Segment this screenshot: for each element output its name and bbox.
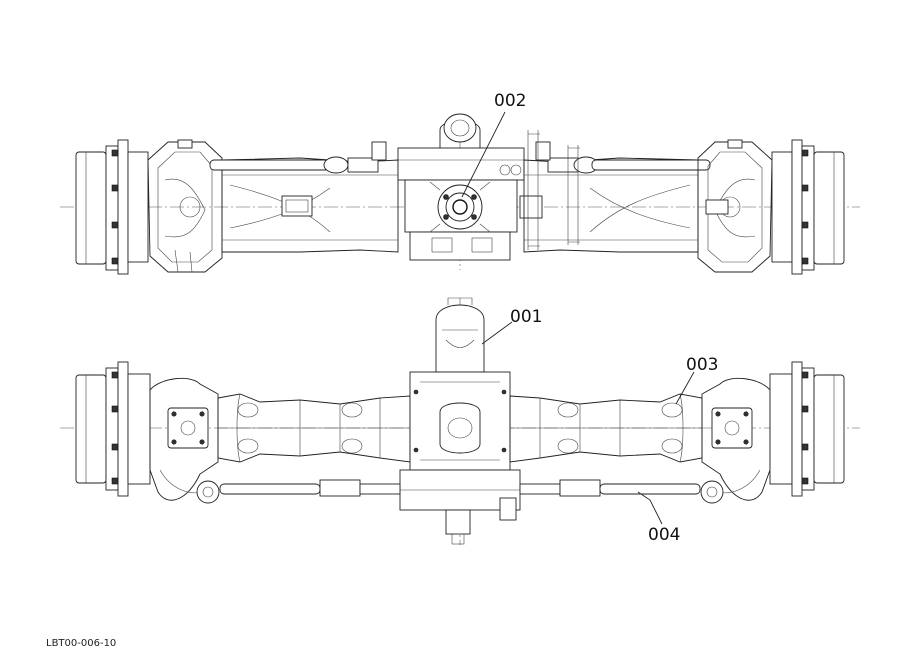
left-hub-top [75,139,149,275]
left-axle-tube-top [209,141,399,253]
callout-004: 004 [648,525,680,545]
leader-001 [481,321,513,345]
differential-top [397,113,543,261]
axle-bottom-view [60,297,860,545]
leader-004 [637,491,663,525]
callout-002: 002 [494,91,526,111]
left-hub-bottom [75,361,151,497]
callout-001: 001 [510,307,542,327]
left-axle-tube-bottom [217,393,411,463]
left-knuckle-bottom [149,377,220,504]
right-axle-tube-top [523,130,711,253]
differential-bottom [399,297,521,545]
document-id: LBT00-006-10 [46,638,116,649]
right-axle-tube-bottom [509,393,703,463]
axle-top-view [60,111,860,275]
leader-002 [461,111,506,198]
right-hub-bottom [769,361,845,497]
callout-003: 003 [686,355,718,375]
tie-rod-bottom [219,479,701,497]
right-knuckle-bottom [700,377,771,504]
left-knuckle-top [147,139,223,273]
right-knuckle-top [697,139,773,273]
right-hub-top [771,139,845,275]
leader-003 [675,371,695,405]
